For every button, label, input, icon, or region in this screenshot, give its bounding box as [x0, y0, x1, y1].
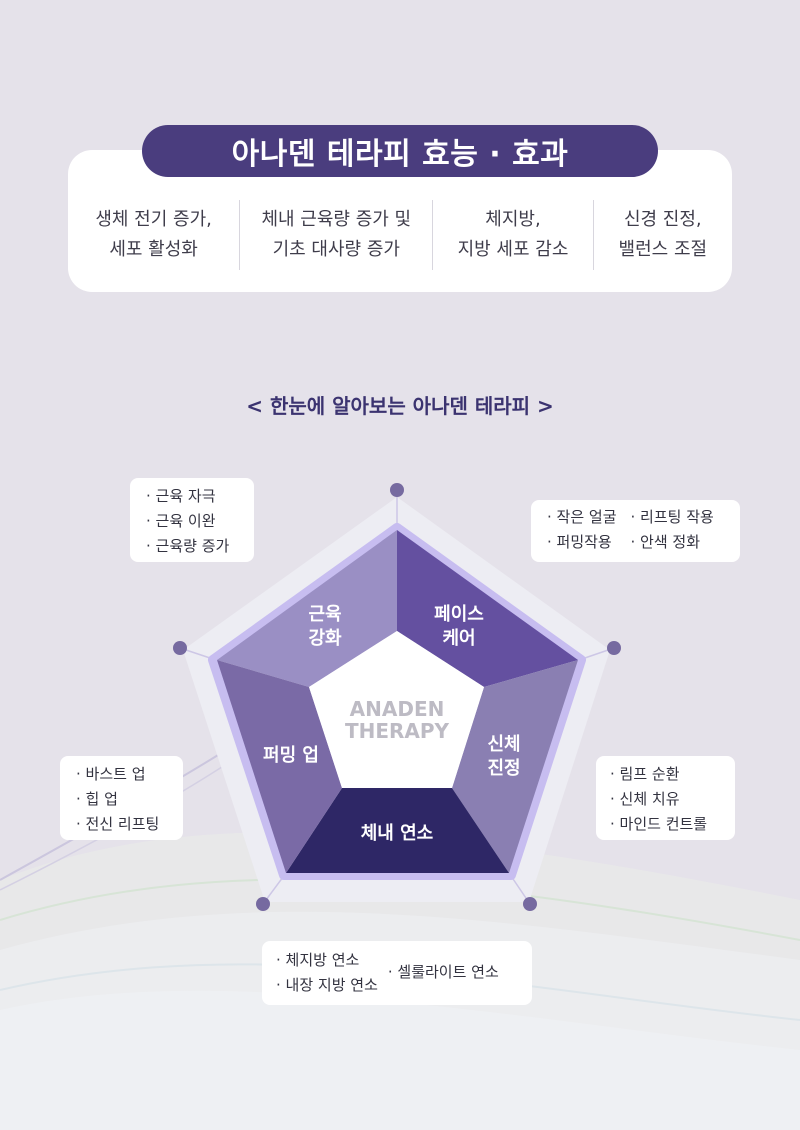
- effect-line: 생체 전기 증가,: [95, 209, 212, 230]
- vertex-dot: [607, 641, 621, 655]
- effect-line: 지방 세포 감소: [457, 239, 569, 260]
- effect-line: 신경 진정,: [623, 209, 702, 230]
- benefit-box-firming: · 바스트 업 · 힙 업 · 전신 리프팅: [60, 756, 183, 840]
- segment-burn: [286, 788, 509, 873]
- benefit-box-calm: · 림프 순환 · 신체 치유 · 마인드 컨트롤: [596, 756, 735, 840]
- benefit-column: · 리프팅 작용 · 안색 정화: [631, 505, 714, 562]
- vertex-dot: [173, 641, 187, 655]
- benefit-item: · 림프 순환: [610, 765, 680, 783]
- pentagon-outline: [208, 523, 586, 880]
- benefit-item: · 리프팅 작용: [630, 508, 714, 526]
- segment-label: 케어: [442, 628, 475, 649]
- vertex-dot: [256, 897, 270, 911]
- effect-line: 체내 근육량 증가 및: [261, 209, 412, 230]
- benefit-column: · 작은 얼굴 · 퍼밍작용: [547, 505, 617, 562]
- benefit-item: · 작은 얼굴: [547, 508, 617, 526]
- effect-item: 체지방, 지방 세포 감소: [432, 200, 592, 270]
- benefit-item: · 체지방 연소: [276, 951, 360, 969]
- benefit-column: · 셀룰라이트 연소: [388, 948, 499, 985]
- benefit-item: · 안색 정화: [630, 533, 701, 551]
- effect-item: 체내 근육량 증가 및 기초 대사량 증가: [239, 200, 432, 270]
- segment-face: [397, 530, 578, 687]
- benefit-item: · 퍼밍작용: [547, 533, 612, 551]
- benefit-item: · 근육량 증가: [146, 537, 230, 555]
- effect-item: 신경 진정, 밸런스 조절: [592, 200, 732, 270]
- segment-label: 페이스: [434, 604, 484, 625]
- vertex-dot: [523, 897, 537, 911]
- segment-firming: [217, 660, 342, 873]
- benefit-item: · 내장 지방 연소: [276, 976, 378, 994]
- effect-line: 체지방,: [485, 209, 541, 230]
- center-line-1: ANADEN: [350, 697, 445, 721]
- segment-label: 퍼밍 업: [263, 745, 319, 766]
- segment-label: 신체: [487, 734, 520, 755]
- vertex-dot: [390, 483, 404, 497]
- effects-list: 생체 전기 증가, 세포 활성화 체내 근육량 증가 및 기초 대사량 증가 체…: [68, 200, 732, 270]
- benefit-item: · 전신 리프팅: [76, 815, 160, 833]
- segment-label: 체내 연소: [361, 823, 434, 844]
- segment-label: 강화: [308, 628, 342, 649]
- benefit-item: · 근육 이완: [146, 512, 216, 530]
- benefit-item: · 근육 자극: [146, 487, 216, 505]
- benefit-item: · 힙 업: [76, 790, 118, 808]
- segment-muscle: [217, 530, 397, 687]
- center-line-2: THERAPY: [345, 719, 450, 743]
- effect-line: 기초 대사량 증가: [272, 239, 400, 260]
- effect-line: 세포 활성화: [109, 239, 198, 260]
- benefit-box-burn: · 체지방 연소 · 내장 지방 연소 · 셀룰라이트 연소: [262, 941, 532, 1005]
- pentagon-center: [309, 631, 484, 788]
- benefit-item: · 신체 치유: [610, 790, 680, 808]
- page-title: 아나덴 테라피 효능 · 효과: [142, 125, 658, 177]
- segment-label: 근육: [308, 604, 341, 625]
- effect-line: 밸런스 조절: [618, 239, 708, 260]
- benefit-column: · 체지방 연소 · 내장 지방 연소: [276, 948, 378, 998]
- effect-item: 생체 전기 증가, 세포 활성화: [68, 200, 239, 270]
- section-title: < 한눈에 알아보는 아나덴 테라피 >: [246, 394, 554, 418]
- benefit-box-muscle: · 근육 자극 · 근육 이완 · 근육량 증가: [130, 478, 254, 562]
- benefit-item: · 바스트 업: [76, 765, 146, 783]
- segment-label: 진정: [487, 758, 520, 779]
- benefit-item: · 셀룰라이트 연소: [387, 963, 499, 981]
- benefit-item: · 마인드 컨트롤: [610, 815, 708, 833]
- benefit-box-face: · 작은 얼굴 · 퍼밍작용 · 리프팅 작용 · 안색 정화: [531, 500, 740, 562]
- segment-calm: [452, 660, 578, 873]
